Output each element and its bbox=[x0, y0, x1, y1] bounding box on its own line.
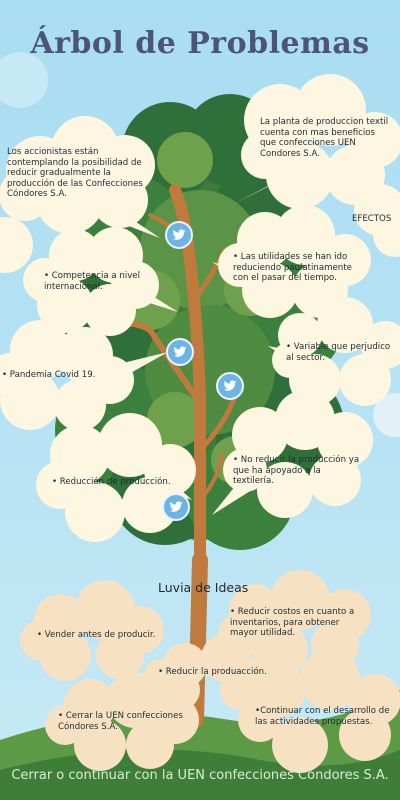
speech-clouds bbox=[0, 74, 400, 542]
twitter-icon[interactable] bbox=[216, 372, 244, 400]
note-variable: • Variable que perjudico al sector. bbox=[286, 342, 391, 363]
note-reduccion: • Reducción de producción. bbox=[52, 477, 171, 487]
cloud-left-edge bbox=[0, 217, 33, 273]
note-competencia: • Competencia a nivel internacional. bbox=[44, 271, 140, 292]
note-planta: La planta de produccion textil cuenta co… bbox=[260, 117, 389, 159]
idea-vender: • Vender antes de producir. bbox=[37, 630, 156, 640]
twitter-icon[interactable] bbox=[165, 221, 193, 249]
idea-reducir-costos: • Reducir costos en cuanto a inventarios… bbox=[230, 607, 355, 638]
note-efectos: EFECTOS bbox=[352, 214, 392, 224]
page-title: Árbol de Problemas bbox=[30, 26, 370, 61]
twitter-icon[interactable] bbox=[162, 493, 190, 521]
cloud-efectos bbox=[354, 184, 400, 257]
cloud-variable bbox=[268, 297, 400, 406]
cloud-utilidades bbox=[212, 205, 371, 318]
cloud-reduccion bbox=[36, 413, 196, 542]
brainstorm-title: Luvia de Ideas bbox=[158, 580, 249, 595]
idea-continuar: •Continuar con el desarrollo de las acti… bbox=[255, 706, 390, 727]
note-utilidades: • Las utilidades se han ido reduciendo p… bbox=[233, 252, 352, 283]
idea-reducir-produccion: • Reducir la produacción. bbox=[158, 667, 267, 677]
idea-cerrar: • Cerrar la UEN confecciones Cóndores S.… bbox=[58, 711, 183, 732]
idea-cloud-continuar bbox=[238, 650, 400, 773]
cloud-accionistas bbox=[0, 116, 160, 238]
idea-cloud-cerrar bbox=[45, 672, 199, 771]
cloud-no-reducir bbox=[212, 390, 373, 518]
idea-cloud-vender bbox=[20, 580, 164, 681]
note-pandemia: • Pandemia Covid 19. bbox=[2, 370, 96, 380]
cloud-competencia bbox=[23, 227, 178, 336]
note-accionistas: Los accionistas están contemplando la po… bbox=[7, 147, 143, 199]
cloud-pandemia bbox=[0, 320, 168, 431]
twitter-icon[interactable] bbox=[166, 338, 194, 366]
note-no-reducir: • No reducir la producción ya que ha apo… bbox=[233, 455, 360, 486]
idea-clouds bbox=[20, 570, 400, 773]
footer-text: Cerrar o continuar con la UEN confeccion… bbox=[11, 768, 389, 783]
